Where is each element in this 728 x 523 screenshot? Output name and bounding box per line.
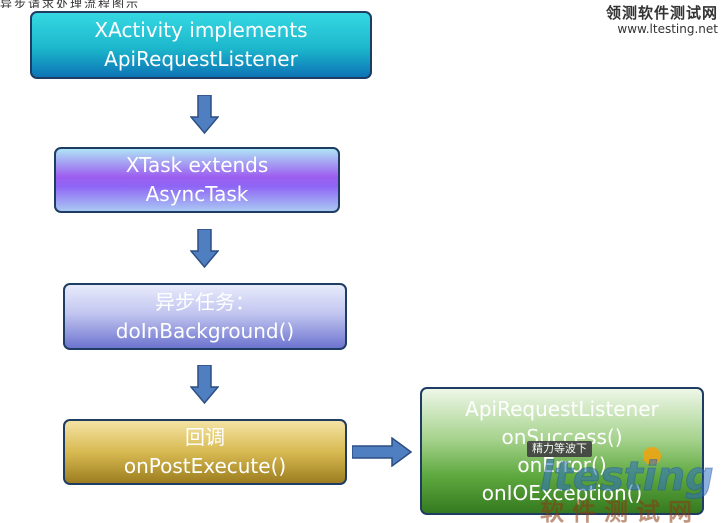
node-callback-line-2: onPostExecute() [123,454,287,478]
node-xactivity-line-1: XActivity implements [94,18,308,42]
node-xactivity-line-2: ApiRequestListener [104,47,298,71]
arrow-down-icon [190,365,219,404]
site-watermark: 领测软件测试网 www.ltesting.net [606,4,718,36]
cropped-caption: 异步请求处理流程图示 [0,0,141,8]
node-async-task-line-2: doInBackground() [115,318,295,343]
node-async-task-line-1: 异步任务： [155,289,255,314]
watermark-url: www.ltesting.net [617,22,718,36]
node-xactivity: XActivity implements ApiRequestListener [30,11,372,79]
node-callback: 回调 onPostExecute() [63,419,347,485]
arrow-down-icon [190,95,219,134]
watermark-site-name: 领测软件测试网 [605,4,718,22]
node-listener-line-1: ApiRequestListener [465,397,659,421]
arrow-right-icon [352,437,412,467]
tooltip: 精力等波下 [527,441,592,457]
node-async-task: 异步任务： doInBackground() [63,283,347,350]
node-listener-line-4: onIOException() [481,481,643,505]
node-listener-line-3: onError() [517,453,607,477]
node-xtask: XTask extends AsyncTask [54,147,340,213]
node-xtask-line-2: AsyncTask [145,182,249,206]
arrow-down-icon [190,229,219,268]
node-xtask-line-1: XTask extends [125,153,269,177]
node-callback-line-1: 回调 [185,425,225,449]
